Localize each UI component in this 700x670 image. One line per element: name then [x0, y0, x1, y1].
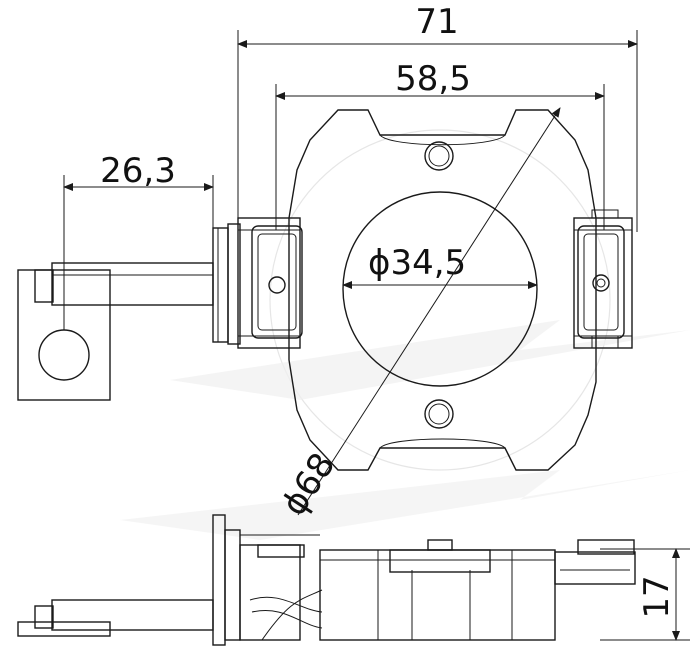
dim-label-58-5: 58,5: [395, 59, 471, 99]
side-view: 17: [17, 514, 690, 646]
dim-brush-span: [275, 84, 605, 230]
center-bore: [342, 191, 538, 387]
dim-label-17: 17: [637, 575, 677, 618]
plate-outline: [288, 109, 597, 471]
dim-label-34-5: ϕ34,5: [368, 243, 466, 283]
dim-shaft-length: [63, 175, 214, 330]
rivet-hole-bottom: [424, 399, 454, 429]
top-view: 71 58,5 26,3 ϕ34,5 ϕ68: [17, 2, 638, 523]
side-body: [319, 549, 556, 641]
terminal-hole: [38, 329, 90, 381]
dim-label-26-3: 26,3: [100, 151, 176, 191]
lead-shaft: [17, 262, 214, 401]
rivet-hole-top: [424, 141, 454, 171]
watermark: [120, 129, 690, 540]
brush-holder-right: [573, 209, 633, 349]
dim-overall-width: [237, 30, 638, 232]
dim-label-71: 71: [415, 2, 458, 42]
dim-height: [600, 548, 690, 641]
dim-outer-diameter-line: [297, 107, 561, 516]
